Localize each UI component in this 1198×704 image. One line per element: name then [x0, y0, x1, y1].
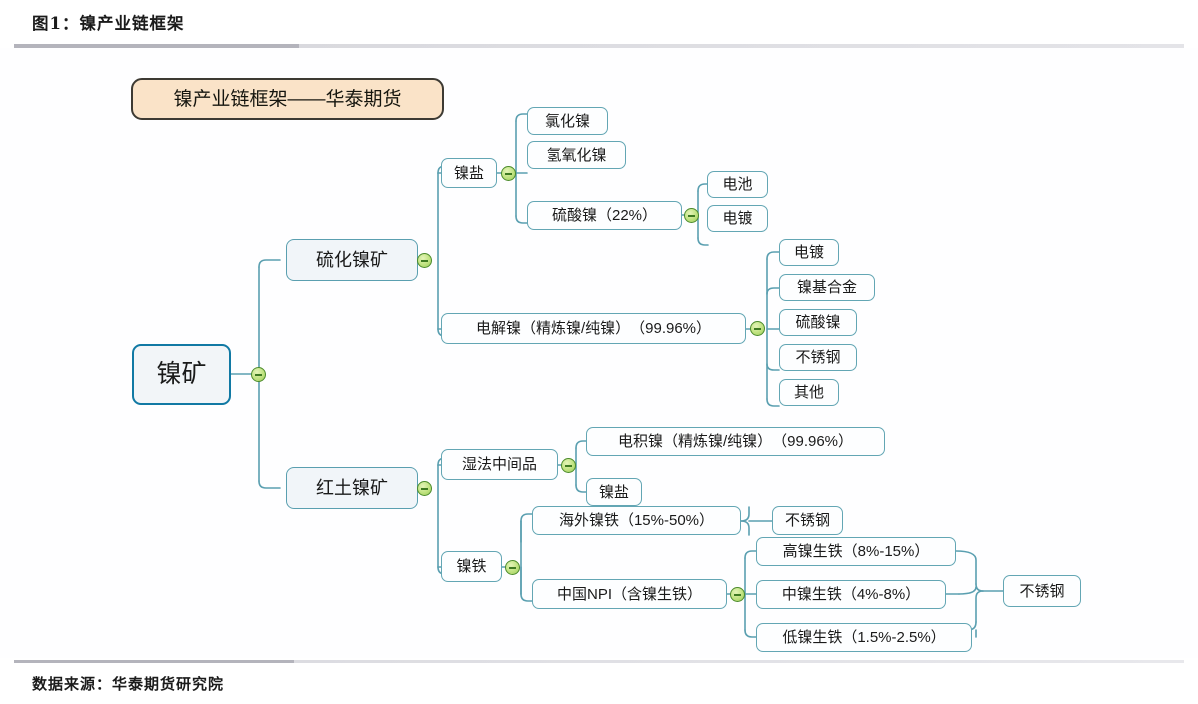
node-overseas-ferronickel[interactable]: 海外镍铁（15%-50%） — [532, 506, 741, 535]
node-nickel-based-alloy[interactable]: 镍基合金 — [779, 274, 875, 301]
node-header-title[interactable]: 镍产业链框架——华泰期货 — [131, 78, 444, 120]
node-label: 镍铁 — [456, 558, 487, 575]
node-label: 不锈钢 — [784, 512, 830, 529]
node-label: 氢氧化镍 — [546, 146, 607, 164]
node-label: 电镀 — [793, 244, 824, 261]
node-label: 镍盐 — [598, 483, 629, 501]
node-high-nickel-pig-iron[interactable]: 高镍生铁（8%-15%） — [756, 537, 956, 566]
node-label: 低镍生铁（1.5%-2.5%） — [782, 629, 946, 646]
node-label: 电解镍（精炼镍/纯镍） （99.96%） — [475, 320, 712, 337]
collapse-handle-sulfide-ore[interactable] — [417, 253, 432, 268]
node-label: 硫酸镍 — [795, 314, 841, 331]
node-laterite-nickel-ore[interactable]: 红土镍矿 — [286, 467, 418, 509]
node-stainless-steel-npi[interactable]: 不锈钢 — [1003, 575, 1081, 607]
node-label: 硫酸镍（22%） — [551, 207, 658, 224]
collapse-handle-wet-intermediate[interactable] — [561, 458, 576, 473]
node-nickel-salt[interactable]: 镍盐 — [441, 158, 497, 188]
collapse-handle-ferronickel[interactable] — [505, 560, 520, 575]
node-electroplating-battery-branch[interactable]: 电镀 — [707, 205, 768, 232]
node-stainless-steel-electrolytic[interactable]: 不锈钢 — [779, 344, 857, 371]
mindmap-canvas: 镍产业链框架——华泰期货 镍矿 硫化镍矿 红土镍矿 镍盐 氯化镍 氢氧化镍 硫酸… — [0, 48, 1198, 658]
node-label: 红土镍矿 — [316, 478, 388, 498]
node-nickel-hydroxide[interactable]: 氢氧化镍 — [527, 141, 626, 169]
node-wet-process-intermediate[interactable]: 湿法中间品 — [441, 449, 558, 480]
node-electrodeposited-nickel[interactable]: 电积镍（精炼镍/纯镍） （99.96%） — [586, 427, 885, 456]
node-label: 镍产业链框架——华泰期货 — [173, 88, 402, 110]
node-sulfide-nickel-ore[interactable]: 硫化镍矿 — [286, 239, 418, 281]
node-label: 镍矿 — [156, 360, 207, 388]
node-label: 高镍生铁（8%-15%） — [782, 543, 930, 560]
node-label: 其他 — [793, 384, 824, 401]
node-label: 海外镍铁（15%-50%） — [558, 512, 715, 529]
collapse-handle-nickel-salt[interactable] — [501, 166, 516, 181]
node-root-nickel-ore[interactable]: 镍矿 — [132, 344, 231, 405]
collapse-handle-china-npi[interactable] — [730, 587, 745, 602]
node-nickel-sulfate[interactable]: 硫酸镍 — [779, 309, 857, 336]
node-label: 湿法中间品 — [461, 456, 537, 473]
figure-source: 数据来源：华泰期货研究院 — [32, 675, 225, 693]
node-label: 硫化镍矿 — [316, 250, 388, 270]
node-stainless-steel-overseas[interactable]: 不锈钢 — [772, 506, 843, 535]
node-label: 中镍生铁（4%-8%） — [781, 586, 921, 603]
node-label: 不锈钢 — [795, 349, 841, 366]
node-label: 电镀 — [722, 210, 753, 227]
collapse-handle-root[interactable] — [251, 367, 266, 382]
node-label: 电积镍（精炼镍/纯镍） （99.96%） — [617, 433, 854, 450]
node-label: 不锈钢 — [1019, 582, 1065, 600]
node-other[interactable]: 其他 — [779, 379, 839, 406]
node-label: 镍盐 — [453, 164, 484, 182]
figure-title: 图1：镍产业链框架 — [32, 14, 185, 33]
collapse-handle-electrolytic-nickel[interactable] — [750, 321, 765, 336]
node-label: 中国NPI（含镍生铁） — [556, 585, 702, 603]
node-mid-nickel-pig-iron[interactable]: 中镍生铁（4%-8%） — [756, 580, 946, 609]
node-nickel-salt-wet[interactable]: 镍盐 — [586, 478, 642, 506]
node-label: 镍基合金 — [796, 279, 857, 296]
node-china-npi[interactable]: 中国NPI（含镍生铁） — [532, 579, 727, 609]
node-nickel-chloride[interactable]: 氯化镍 — [527, 107, 608, 135]
node-label: 氯化镍 — [544, 112, 590, 130]
node-nickel-sulfate-22[interactable]: 硫酸镍（22%） — [527, 201, 682, 230]
footer-divider — [14, 660, 1184, 663]
node-label: 电池 — [722, 176, 753, 193]
node-ferronickel[interactable]: 镍铁 — [441, 551, 502, 582]
node-electroplating[interactable]: 电镀 — [779, 239, 839, 266]
node-electrolytic-nickel[interactable]: 电解镍（精炼镍/纯镍） （99.96%） — [441, 313, 746, 344]
title-divider — [14, 44, 1184, 48]
node-battery[interactable]: 电池 — [707, 171, 768, 198]
collapse-handle-nickel-sulfate-22[interactable] — [684, 208, 699, 223]
collapse-handle-laterite-ore[interactable] — [417, 481, 432, 496]
node-low-nickel-pig-iron[interactable]: 低镍生铁（1.5%-2.5%） — [756, 623, 972, 652]
